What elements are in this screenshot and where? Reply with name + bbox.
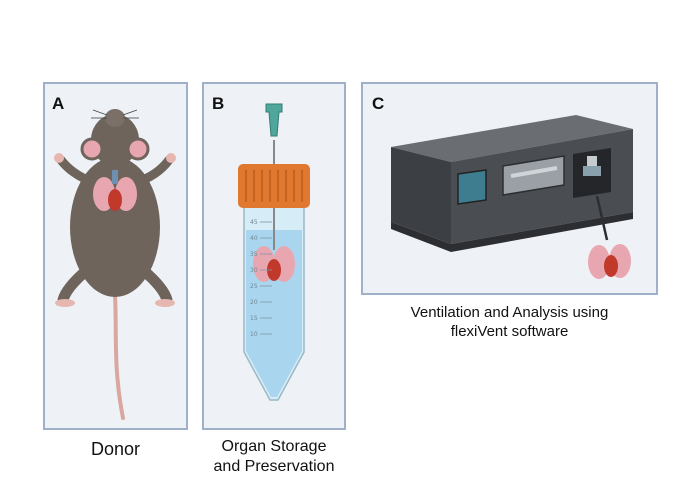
panel-b-caption-line2: and Preservation: [213, 458, 335, 475]
tube-cap: [238, 164, 310, 208]
device-screen: [457, 169, 487, 205]
mouse-illustration: [54, 109, 176, 420]
panel-b-caption: Organ Storage and Preservation: [196, 437, 352, 477]
mouse-head: [91, 114, 139, 166]
tube-scale-label: 35: [250, 251, 258, 258]
tube-scale-label: 15: [250, 315, 258, 322]
mouse-body: [70, 157, 160, 297]
tube-heart: [267, 259, 281, 281]
tube-illustration: 45 40 35 30 25 20 15 10: [238, 103, 310, 401]
device-heart: [604, 255, 618, 277]
device-left-lung: [588, 245, 610, 279]
tube-scale-label: 20: [250, 299, 258, 306]
mouse-tail: [113, 294, 125, 420]
panel-c-caption-line2: flexiVent software: [450, 322, 569, 340]
device-syringe-window: [502, 155, 565, 196]
device-front: [391, 147, 451, 244]
panel-b-caption-line1: Organ Storage: [221, 438, 327, 455]
tube-scale-label: 45: [250, 219, 258, 226]
tube-scale-label: 40: [250, 235, 258, 242]
tube-scale-label: 30: [250, 267, 258, 274]
tube-scale-lines: [260, 221, 272, 335]
device-tubing: [595, 195, 609, 241]
tube-scale-label: 25: [250, 283, 258, 290]
panel-b-letter: B: [212, 94, 225, 113]
panel-a-caption: Donor: [90, 439, 141, 459]
mouse-heart: [108, 189, 122, 211]
tube-scale-label: 10: [250, 331, 258, 338]
panel-c-caption-line1: Ventilation and Analysis using: [410, 304, 609, 321]
device-top: [391, 115, 633, 162]
flexivent-device-illustration: [391, 115, 633, 279]
panel-c-caption: Ventilation and Analysis using flexiVent…: [361, 304, 658, 342]
panel-c-letter: C: [372, 94, 385, 113]
panel-a-letter: A: [52, 94, 65, 113]
needle-hub-icon: [265, 103, 283, 137]
